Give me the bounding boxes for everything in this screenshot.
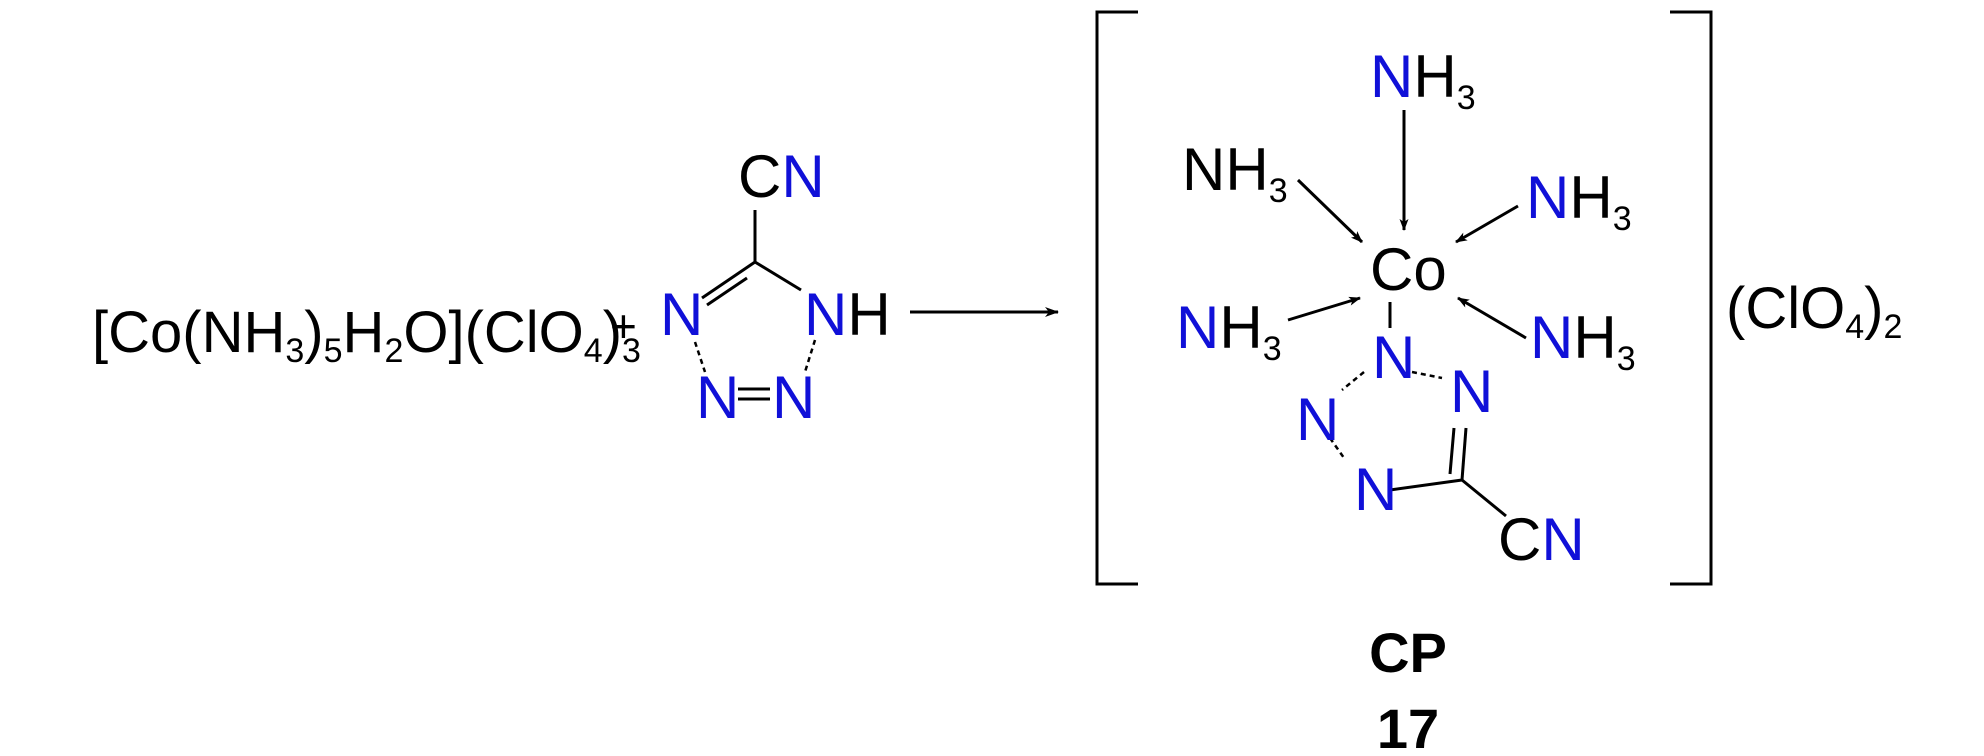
product-complex: NH3 NH3 NH3 NH3 NH3 Co N N N N CN	[1176, 43, 1636, 573]
bond-c5-n4-double	[706, 276, 748, 307]
compound-label-number: 17	[1377, 697, 1439, 756]
ring-atom-n1: N	[1296, 386, 1339, 453]
coord-arrow-upper-left	[1296, 178, 1364, 244]
ammine-upper-right: NH3	[1526, 164, 1632, 238]
ring-bond-n2-n3	[1411, 370, 1443, 380]
reagent-complex-formula: [Co(NH3)5H2O](ClO4)3	[92, 300, 641, 370]
ammine-upper-left: NH3	[1182, 136, 1288, 210]
ammine-top: NH3	[1370, 43, 1476, 117]
ring-n2: N	[772, 364, 815, 431]
ring-n4: N	[660, 281, 703, 348]
ring-bond-n1-n4	[1328, 437, 1346, 459]
cyanotetrazole-reagent: CN N NH N N	[660, 143, 891, 431]
reagent-formula: [Co(NH3)5H2O](ClO4)3 +	[92, 300, 641, 370]
coord-arrow-lower-left	[1287, 296, 1361, 322]
ring-bond-n2-n1	[1341, 371, 1365, 391]
bond-c5-n1	[754, 260, 802, 292]
ring-atom-n2: N	[1372, 324, 1415, 391]
coord-arrow-upper-right	[1455, 204, 1519, 244]
plus-sign: +	[610, 300, 637, 352]
ring-n3: N	[696, 364, 739, 431]
ring-n1h: NH	[804, 281, 891, 348]
ring-bond-c-n3	[1460, 427, 1468, 481]
cyano-group: CN	[738, 143, 825, 210]
product-cyano-group: CN	[1498, 506, 1585, 573]
ring-bond-c-cn	[1461, 478, 1507, 518]
left-bracket	[1095, 10, 1138, 586]
ammine-lower-left: NH3	[1176, 294, 1282, 368]
coord-arrow-lower-right	[1457, 296, 1527, 340]
bond-n1-n2	[803, 339, 817, 373]
compound-label-cp: CP	[1369, 621, 1447, 684]
ring-atom-n4: N	[1354, 456, 1397, 523]
cobalt-center: Co	[1370, 236, 1447, 303]
ring-bond-c-n3-double	[1448, 427, 1456, 475]
bond-c5-n4	[701, 260, 756, 300]
ring-bond-n4-c	[1389, 478, 1463, 492]
ammine-lower-right: NH3	[1530, 304, 1636, 378]
perchlorate-counterion: (ClO4)2	[1726, 276, 1902, 346]
ring-atom-n3: N	[1450, 358, 1493, 425]
right-bracket	[1670, 10, 1713, 586]
